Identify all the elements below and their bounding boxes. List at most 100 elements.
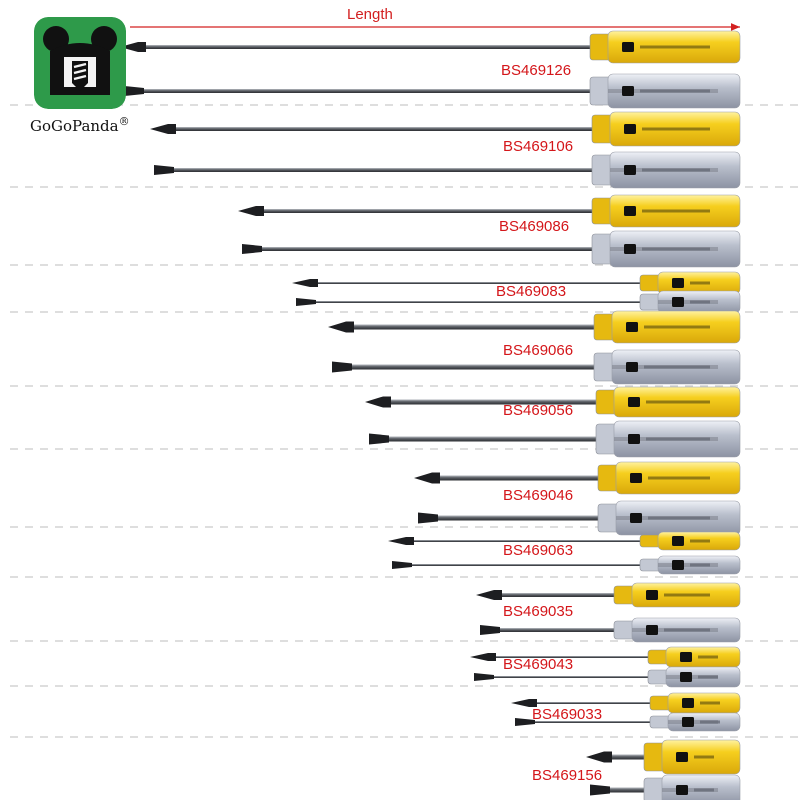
screwdriver-shaft <box>375 399 602 405</box>
handle-logo-mark <box>624 165 636 175</box>
screwdriver <box>124 73 741 109</box>
handle-print <box>664 593 710 597</box>
handle-logo-mark <box>676 752 688 762</box>
screwdriver-shaft <box>521 721 656 723</box>
model-label-bs469156: BS469156 <box>532 767 603 784</box>
screwdriver <box>150 111 741 147</box>
slotted-tip <box>154 165 174 175</box>
slotted-tip <box>590 784 610 796</box>
handle-logo-mark <box>630 473 642 483</box>
handle-shaft-core <box>658 563 718 567</box>
model-label-bs469046: BS469046 <box>503 487 574 504</box>
phillips-tip <box>120 42 146 52</box>
phillips-tip <box>365 396 391 408</box>
screwdriver-shaft <box>424 515 604 521</box>
screwdriver-shaft <box>424 475 604 481</box>
handle-logo-mark <box>646 625 658 635</box>
handle-logo-mark <box>622 42 634 52</box>
handle-print <box>698 655 718 659</box>
screwdriver-shaft <box>486 628 620 632</box>
handle-print <box>690 563 710 567</box>
model-label-bs469033: BS469033 <box>532 706 603 723</box>
handle-print <box>698 675 718 679</box>
handle-print <box>640 45 710 49</box>
phillips-tip <box>238 206 264 216</box>
model-label-bs469086: BS469086 <box>499 218 570 235</box>
handle-print <box>690 281 710 285</box>
phillips-tip <box>292 279 318 287</box>
model-label-bs469043: BS469043 <box>503 656 574 673</box>
screwdriver <box>332 349 741 385</box>
screwdriver <box>480 617 741 643</box>
screwdriver <box>365 386 741 418</box>
screwdriver <box>238 194 741 228</box>
screwdriver <box>292 271 741 295</box>
handle-logo-mark <box>672 297 684 307</box>
handle-print <box>642 168 710 172</box>
slotted-tip <box>515 718 535 726</box>
model-label-bs469106: BS469106 <box>503 138 574 155</box>
handle-logo-mark <box>672 278 684 288</box>
model-label-bs469083: BS469083 <box>496 283 567 300</box>
slotted-tip <box>332 361 352 373</box>
phillips-tip <box>328 321 354 333</box>
handle-logo-mark <box>624 124 636 134</box>
handle-print <box>700 701 720 705</box>
phillips-tip <box>388 537 414 545</box>
handle-shaft-core <box>662 788 718 792</box>
slotted-tip <box>474 673 494 681</box>
handle-logo-mark <box>626 322 638 332</box>
screwdriver-shaft <box>375 436 602 442</box>
handle-body <box>661 774 741 800</box>
phillips-tip <box>586 751 612 763</box>
handle-logo-mark <box>646 590 658 600</box>
screwdriver <box>120 30 741 64</box>
handle-print <box>644 365 710 369</box>
handle-logo-mark <box>626 362 638 372</box>
screwdriver <box>392 555 741 575</box>
slotted-tip <box>392 561 412 569</box>
handle-logo-mark <box>682 717 694 727</box>
handle-print <box>646 437 710 441</box>
screwdriver <box>414 461 741 495</box>
screwdriver <box>242 230 741 268</box>
screwdriver <box>369 420 741 458</box>
model-label-bs469056: BS469056 <box>503 402 574 419</box>
handle-print <box>694 788 714 792</box>
phillips-tip <box>470 653 496 661</box>
handle-print <box>646 400 710 404</box>
handle-logo-mark <box>680 652 692 662</box>
phillips-tip <box>511 699 537 707</box>
handle-print <box>642 247 710 251</box>
handle-print <box>664 628 710 632</box>
slotted-tip <box>418 512 438 524</box>
screwdriver-shaft <box>486 593 620 597</box>
screwdriver <box>388 531 741 551</box>
screwdriver-shaft <box>596 787 650 793</box>
screwdriver-shaft <box>302 282 646 284</box>
slotted-tip <box>242 244 262 254</box>
handle-logo-mark <box>672 560 684 570</box>
registered-mark: ® <box>118 115 130 128</box>
phillips-tip <box>414 472 440 484</box>
handle-logo-mark <box>628 434 640 444</box>
model-label-bs469066: BS469066 <box>503 342 574 359</box>
screwdriver-shaft <box>130 45 596 49</box>
screwdriver-shaft <box>160 127 598 131</box>
handle-logo-mark <box>676 785 688 795</box>
slotted-tip <box>296 298 316 306</box>
gogopanda-logo-icon <box>34 17 126 109</box>
screwdriver <box>470 646 741 668</box>
screwdriver-shaft <box>480 676 654 678</box>
handle-logo-mark <box>672 536 684 546</box>
handle-print <box>642 127 710 131</box>
handle-print <box>690 300 710 304</box>
handle-logo-mark <box>624 206 636 216</box>
screwdriver-shaft <box>596 754 650 760</box>
phillips-tip <box>476 590 502 600</box>
model-label-bs469063: BS469063 <box>503 542 574 559</box>
screwdriver-shaft <box>248 247 598 251</box>
screwdriver-shaft <box>248 209 598 213</box>
model-label-bs469126: BS469126 <box>501 62 572 79</box>
